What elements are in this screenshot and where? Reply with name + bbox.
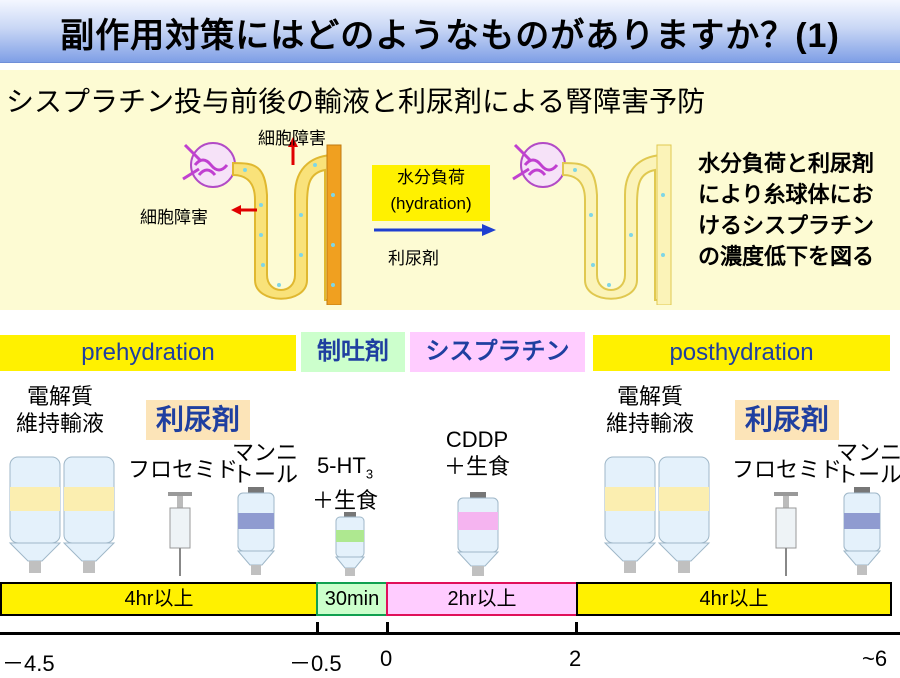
mannitol-label-pre: マンニ トール [232, 442, 298, 486]
cell-damage-label-left: 細胞障害 [140, 208, 208, 227]
antiemetic-bottle [334, 512, 366, 576]
ht3-saline: ＋生食 [312, 488, 379, 514]
nephron-before-diagram [182, 137, 342, 305]
transition-arrow [374, 224, 496, 236]
description-line-4: の濃度低下を図る [698, 244, 875, 269]
electrolyte-line-2: 維持輸液 [15, 411, 104, 436]
mannitol-line-2: トール [232, 462, 299, 487]
phase-prehydration: prehydration [0, 335, 296, 371]
phase-antiemetic: 制吐剤 [301, 332, 405, 372]
phase-cisplatin: シスプラチン [410, 332, 585, 372]
mannitol-post-line-1: マンニ [836, 440, 900, 465]
tick-mark-1 [316, 622, 319, 634]
tick-label-0: 0 [380, 646, 393, 671]
electrolyte-line-1: 電解質 [26, 384, 93, 409]
mannitol-line-1: マンニ [232, 440, 299, 465]
phase-posthydration: posthydration [593, 335, 890, 371]
hydration-label-2: (hydration) [390, 194, 472, 213]
hydration-box: 水分負荷 (hydration) [372, 165, 490, 221]
nephron-after-diagram [512, 142, 672, 305]
mannitol-label-post: マンニ トール [836, 442, 900, 486]
title-bar [0, 0, 900, 63]
diuretic-arrow-label: 利尿剤 [388, 249, 439, 268]
tick-label-2: 2 [569, 646, 582, 671]
tick-label-minus-0-5: －0.5 [289, 651, 342, 676]
electrolyte-label-pre: 電解質 維持輸液 [10, 383, 110, 437]
cddp-label: CDDP ＋生食 [432, 426, 522, 480]
time-axis-line [0, 632, 900, 635]
tick-label-minus-4-5: －4.5 [2, 651, 55, 676]
description-line-3: けるシスプラチン [698, 213, 875, 238]
ht3-line: 5-HT3 [312, 452, 378, 487]
description-line-2: により糸球体にお [698, 182, 874, 207]
infusion-bottles-pre [8, 456, 116, 573]
mannitol-post-line-2: トール [836, 462, 900, 487]
infusion-bottles-post [603, 456, 711, 573]
furosemide-label-post: フロセミド [732, 457, 843, 482]
cisplatin-bottle [456, 492, 500, 576]
mechanism-description: 水分負荷と利尿剤 により糸球体にお けるシスプラチン の濃度低下を図る [698, 148, 874, 272]
page-title: 副作用対策にはどのようなものがありますか？(1) [60, 17, 840, 55]
ht3-subscript: 3 [365, 466, 374, 482]
diuretic-label-post: 利尿剤 [735, 400, 839, 440]
cddp-name: CDDP [445, 427, 509, 452]
tick-mark-3 [575, 622, 578, 634]
panel-subtitle: シスプラチン投与前後の輸液と利尿剤による腎障害予防 [6, 86, 706, 117]
furosemide-label-pre: フロセミド [128, 457, 239, 482]
tick-mark-2 [386, 622, 389, 634]
duration-post: 4hr以上 [576, 582, 892, 616]
electrolyte-label-post: 電解質 維持輸液 [600, 383, 700, 437]
description-line-1: 水分負荷と利尿剤 [698, 151, 875, 176]
syringe-icon-pre [168, 492, 192, 576]
mannitol-bottle-pre [236, 487, 276, 575]
mannitol-bottle-post [842, 487, 882, 575]
duration-pre: 4hr以上 [0, 582, 318, 616]
cddp-saline: ＋生食 [443, 454, 510, 479]
ht3-label: 5-HT3 ＋生食 [312, 452, 378, 514]
duration-antiemetic: 30min [316, 582, 388, 616]
electrolyte-post-line-2: 維持輸液 [605, 411, 694, 436]
syringe-icon-post [774, 492, 798, 576]
diuretic-label-pre: 利尿剤 [146, 400, 250, 440]
electrolyte-post-line-1: 電解質 [616, 384, 683, 409]
duration-cisplatin: 2hr以上 [386, 582, 578, 616]
hydration-label-1: 水分負荷 [397, 168, 465, 187]
ht3-main: 5-HT [316, 453, 366, 478]
cell-damage-label-top: 細胞障害 [258, 129, 326, 148]
tick-label-6: ~6 [862, 646, 888, 671]
